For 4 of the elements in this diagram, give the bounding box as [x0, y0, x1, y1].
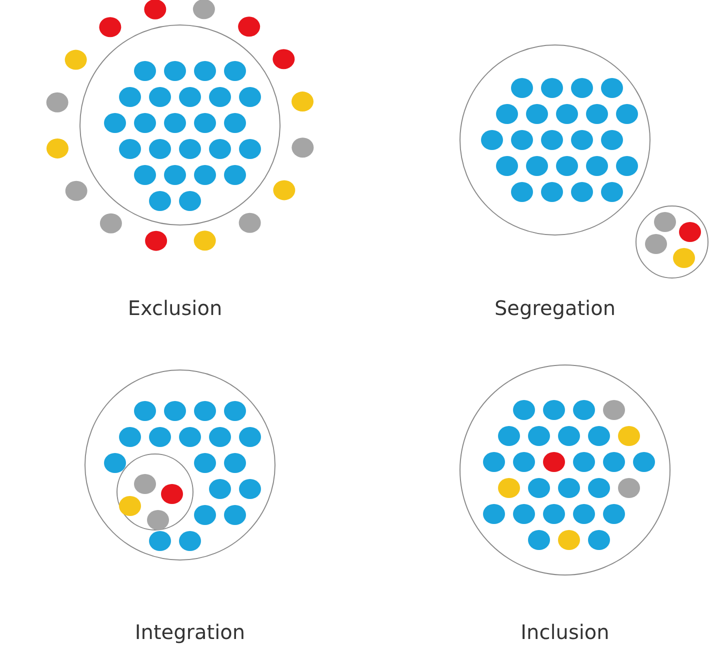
- caption-text: Exclusion: [128, 296, 222, 320]
- caption-text: Segregation: [494, 296, 616, 320]
- caption-text: Inclusion: [520, 620, 610, 644]
- caption-text: Integration: [134, 620, 246, 644]
